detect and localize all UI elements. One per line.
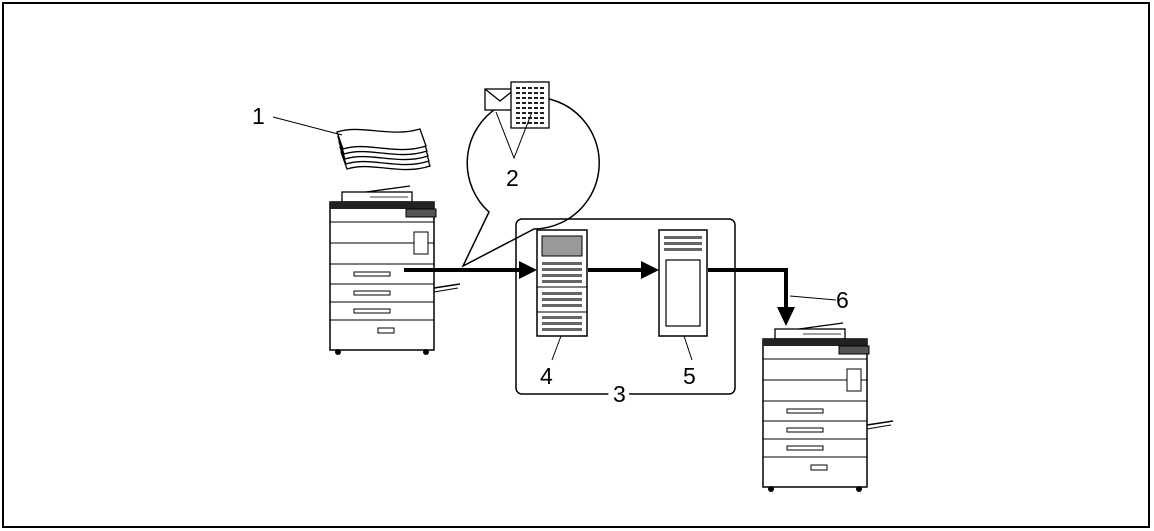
paper-stack-icon — [336, 128, 431, 171]
label-1: 1 — [252, 103, 265, 129]
label-2: 2 — [506, 165, 519, 191]
label-6: 6 — [836, 287, 849, 313]
network-box — [515, 218, 736, 395]
mail-server-icon — [536, 229, 588, 337]
flow-arrow-server-to-server — [588, 261, 659, 279]
leader-line-1 — [272, 116, 343, 136]
label-3: 3 — [613, 381, 626, 407]
leader-line-4 — [551, 335, 562, 361]
flow-arrow-sender-to-server — [404, 261, 537, 279]
leader-line-5 — [683, 335, 693, 361]
leader-line-2 — [495, 111, 533, 160]
label-4: 4 — [540, 363, 553, 389]
leader-line-6 — [789, 295, 837, 301]
receiving-mfp-icon — [762, 322, 894, 493]
callout-bubble — [461, 96, 600, 268]
document-icon — [510, 81, 550, 129]
fax-server-icon — [658, 229, 708, 337]
label-5: 5 — [683, 363, 696, 389]
flow-arrow-server-to-receiver — [708, 268, 795, 326]
